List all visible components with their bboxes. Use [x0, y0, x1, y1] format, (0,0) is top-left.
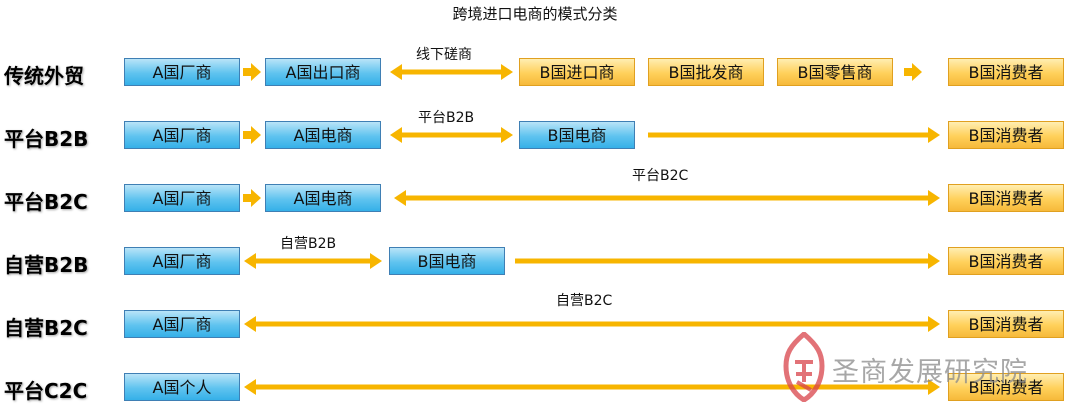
diagram-title: 跨境进口电商的模式分类 [452, 5, 618, 23]
double-arrow [394, 190, 940, 206]
row-label-platform-c2c: 平台C2C [4, 379, 88, 403]
arrow-label-self-operated-b2b: 自营B2B [280, 236, 337, 252]
b-ecommerce-box: B国电商 [519, 121, 635, 149]
arrow-label-platform-b2b: 平台B2B [418, 110, 475, 126]
double-arrow [244, 379, 940, 395]
b-consumer-box: B国消费者 [948, 121, 1064, 149]
right-arrow [515, 253, 940, 269]
watermark-text: 圣商发展研究院 [832, 357, 1028, 388]
double-arrow [244, 253, 382, 269]
block-arrow [243, 63, 261, 81]
double-arrow [390, 127, 513, 143]
a-ecommerce-box: A国电商 [265, 184, 381, 212]
right-arrow [648, 127, 940, 143]
block-arrow [243, 189, 261, 207]
double-arrow [244, 316, 940, 332]
row-label-traditional-trade: 传统外贸 [4, 64, 84, 88]
b-retailer-box: B国零售商 [777, 58, 893, 86]
a-manufacturer-box: A国厂商 [124, 184, 240, 212]
a-manufacturer-box: A国厂商 [124, 247, 240, 275]
b-consumer-box: B国消费者 [948, 247, 1064, 275]
row-label-platform-b2b: 平台B2B [4, 127, 89, 151]
double-arrow [390, 64, 513, 80]
shengshang-logo-icon [783, 330, 825, 403]
arrow-label-platform-b2c: 平台B2C [632, 168, 689, 184]
a-exporter-box: A国出口商 [265, 58, 381, 86]
arrow-label-offline-negotiation: 线下磋商 [416, 47, 472, 63]
a-ecommerce-box: A国电商 [265, 121, 381, 149]
watermark: 圣商发展研究院 [780, 330, 1070, 403]
a-individual-box: A国个人 [124, 373, 240, 401]
block-arrow [243, 126, 261, 144]
row-label-self-operated-b2b: 自营B2B [4, 253, 89, 277]
a-manufacturer-box: A国厂商 [124, 121, 240, 149]
block-arrow [904, 63, 922, 81]
arrow-label-self-operated-b2c: 自营B2C [556, 293, 613, 309]
row-label-platform-b2c: 平台B2C [4, 190, 88, 214]
b-ecommerce-box: B国电商 [389, 247, 505, 275]
b-consumer-box: B国消费者 [948, 184, 1064, 212]
b-importer-box: B国进口商 [519, 58, 635, 86]
b-consumer-box: B国消费者 [948, 373, 1064, 401]
b-wholesaler-box: B国批发商 [648, 58, 764, 86]
b-consumer-box: B国消费者 [948, 310, 1064, 338]
row-label-self-operated-b2c: 自营B2C [4, 316, 88, 340]
a-manufacturer-box: A国厂商 [124, 58, 240, 86]
a-manufacturer-box: A国厂商 [124, 310, 240, 338]
b-consumer-box: B国消费者 [948, 58, 1064, 86]
